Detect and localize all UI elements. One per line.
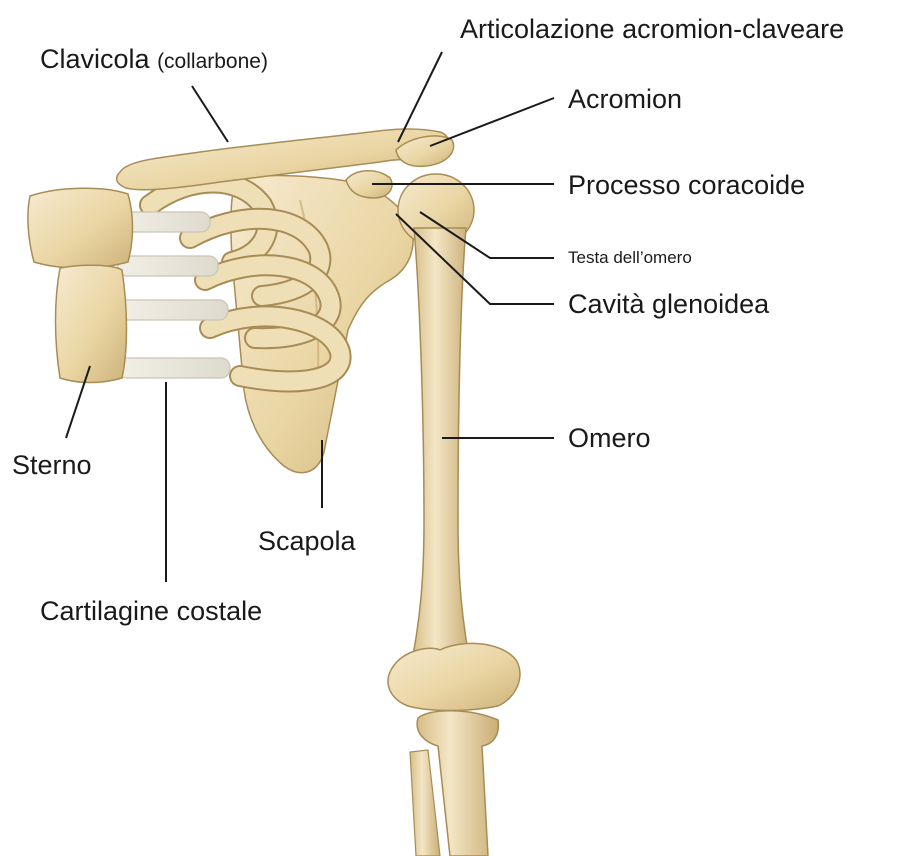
label-testa-omero: Testa dell’omero [568,249,692,266]
leader-acromion [430,98,554,146]
label-acromion: Acromion [568,86,682,113]
label-cavita-glenoidea: Cavità glenoidea [568,291,769,318]
forearm-bones [410,711,498,856]
label-clavicola: Clavicola (collarbone) [40,46,268,73]
sternum-bone [28,188,133,382]
label-omero: Omero [568,425,651,452]
leader-articolazione [398,52,442,142]
label-sterno: Sterno [12,452,92,479]
label-collarbone-text: (collarbone) [157,50,268,73]
leader-clavicola [192,86,228,142]
label-scapola: Scapola [258,528,356,555]
label-processo-coracoide: Processo coracoide [568,172,805,199]
label-articolazione: Articolazione acromion-claveare [460,16,844,43]
label-clavicola-text: Clavicola [40,44,150,74]
label-cartilagine-costale: Cartilagine costale [40,598,262,625]
